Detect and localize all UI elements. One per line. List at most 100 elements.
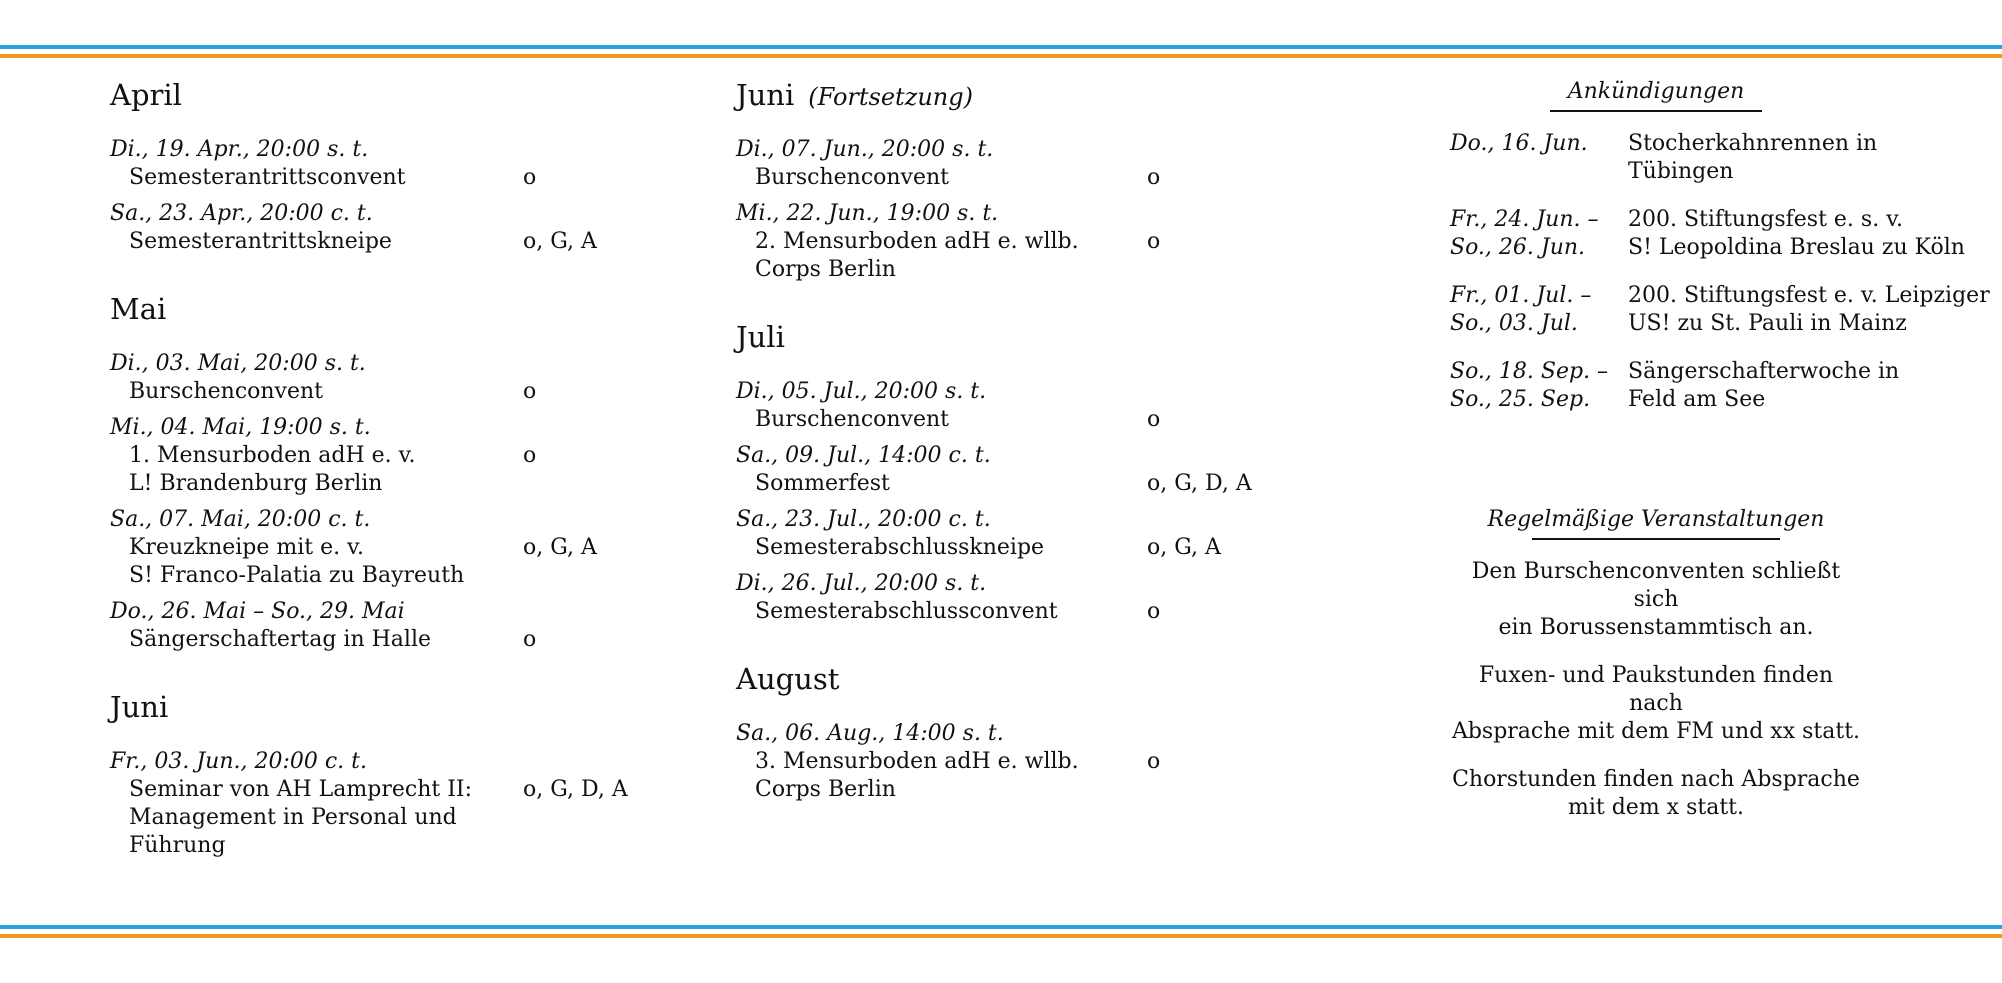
announcement-date: Fr., 01. Jul. – So., 03. Jul. bbox=[1450, 283, 1592, 336]
event-title: Kreuzkneipe mit e. v. S! Franco-Palatia … bbox=[129, 535, 465, 588]
event-datetime: Mi., 22. Jun., 19:00 s. t. bbox=[736, 201, 999, 226]
top-rule-orange bbox=[0, 54, 2002, 58]
event-title: 2. Mensurboden adH e. wllb. Corps Berlin bbox=[755, 229, 1079, 282]
regular-event-paragraph: Fuxen- und Paukstunden finden nach Abspr… bbox=[1451, 663, 1861, 744]
announcement-date: Do., 16. Jun. bbox=[1450, 131, 1588, 156]
top-rule-blue bbox=[0, 45, 2002, 49]
event-attendance-code: o bbox=[1147, 599, 1161, 624]
regular-events-heading: Regelmäßige Veranstaltungen bbox=[1450, 506, 1862, 540]
announcement-date: So., 18. Sep. – So., 25. Sep. bbox=[1450, 359, 1609, 412]
regular-events-list: Den Burschenconventen schließt sich ein … bbox=[1450, 558, 1990, 822]
month-heading: Mai bbox=[110, 292, 650, 326]
bottom-rule-orange bbox=[0, 934, 2002, 938]
announcements-heading-underline bbox=[1550, 110, 1762, 112]
event-title: 3. Mensurboden adH e. wllb. Corps Berlin bbox=[755, 749, 1079, 802]
event-item: Di., 03. Mai, 20:00 s. t.Burschenconvent… bbox=[110, 350, 650, 406]
event-datetime: Di., 19. Apr., 20:00 s. t. bbox=[110, 137, 369, 162]
event-datetime: Sa., 09. Jul., 14:00 c. t. bbox=[736, 443, 991, 468]
month-heading: August bbox=[736, 662, 1296, 696]
announcement-item: Fr., 01. Jul. – So., 03. Jul. 200. Stiftu… bbox=[1450, 282, 1990, 338]
event-datetime: Di., 05. Jul., 20:00 s. t. bbox=[736, 379, 987, 404]
event-row: Burschenconvent o bbox=[110, 378, 650, 406]
event-item: Fr., 03. Jun., 20:00 c. t. Seminar von AH… bbox=[110, 748, 650, 860]
event-attendance-code: o bbox=[1147, 165, 1161, 190]
event-item: Di., 07. Jun., 20:00 s. t.Burschenconven… bbox=[736, 136, 1296, 192]
event-title: Sommerfest bbox=[755, 471, 890, 496]
event-attendance-code: o bbox=[1147, 749, 1161, 774]
month-name: Juli bbox=[736, 320, 785, 354]
announcement-date: Fr., 24. Jun. – So., 26. Jun. bbox=[1450, 207, 1599, 260]
event-item: Sa., 07. Mai, 20:00 c. t.Kreuzkneipe mit… bbox=[110, 506, 650, 590]
event-row: 1. Mensurboden adH e. v. L! Brandenburg … bbox=[110, 442, 650, 498]
announcement-text: 200. Stiftungsfest e. v. Leipziger US! z… bbox=[1628, 283, 1990, 336]
event-attendance-code: o bbox=[1147, 229, 1161, 254]
month-note: (Fortsetzung) bbox=[808, 83, 973, 111]
event-item: Di., 05. Jul., 20:00 s. t.Burschenconven… bbox=[736, 378, 1296, 434]
event-datetime: Sa., 06. Aug., 14:00 s. t. bbox=[736, 721, 1004, 746]
month-name: Juni bbox=[736, 78, 795, 112]
month-heading: Juni (Fortsetzung) bbox=[736, 78, 1296, 112]
month-name: Juni bbox=[110, 690, 169, 724]
event-item: Di., 26. Jul., 20:00 s. t.Semesterabschl… bbox=[736, 570, 1296, 626]
event-datetime: Sa., 23. Jul., 20:00 c. t. bbox=[736, 507, 991, 532]
event-attendance-code: o bbox=[1147, 407, 1161, 432]
event-attendance-code: o bbox=[523, 165, 537, 190]
event-row: Semesterabschlussconvent o bbox=[736, 598, 1296, 626]
event-title: 1. Mensurboden adH e. v. L! Brandenburg … bbox=[129, 443, 416, 496]
month-name: Mai bbox=[110, 292, 167, 326]
event-row: Semesterantrittsconvent o bbox=[110, 164, 650, 192]
regular-events-heading-underline bbox=[1532, 538, 1780, 540]
month-heading: Juli bbox=[736, 320, 1296, 354]
month-heading: Juni bbox=[110, 690, 650, 724]
event-datetime: Do., 26. Mai – So., 29. Mai bbox=[110, 599, 405, 624]
event-title: Burschenconvent bbox=[755, 407, 950, 432]
event-attendance-code: o bbox=[523, 379, 537, 404]
regular-events-heading-text: Regelmäßige Veranstaltungen bbox=[1487, 507, 1825, 532]
event-item: Sa., 23. Apr., 20:00 c. t.Semesterantrit… bbox=[110, 200, 650, 256]
event-datetime: Sa., 23. Apr., 20:00 c. t. bbox=[110, 201, 373, 226]
event-item: Mi., 22. Jun., 19:00 s. t. 2. Mensurboden… bbox=[736, 200, 1296, 284]
event-item: Sa., 23. Jul., 20:00 c. t.Semesterabschl… bbox=[736, 506, 1296, 562]
sidebar-column: Ankündigungen Do., 16. Jun. Stocherkahnre… bbox=[1450, 78, 1990, 822]
month-section: Juni (Fortsetzung) Di., 07. Jun., 20:00 s.… bbox=[736, 78, 1296, 284]
regular-event-paragraph: Chorstunden finden nach Absprache mit de… bbox=[1452, 767, 1860, 820]
announcements-heading: Ankündigungen bbox=[1450, 78, 1862, 112]
event-datetime: Fr., 03. Jun., 20:00 c. t. bbox=[110, 749, 367, 774]
event-datetime: Di., 26. Jul., 20:00 s. t. bbox=[736, 571, 987, 596]
event-row: Kreuzkneipe mit e. v. S! Franco-Palatia … bbox=[110, 534, 650, 590]
announcements-list: Do., 16. Jun. Stocherkahnrennen in Tübing… bbox=[1450, 130, 1990, 414]
event-title: Semesterabschlusskneipe bbox=[755, 535, 1045, 560]
event-row: Burschenconvent o bbox=[736, 406, 1296, 434]
event-title: Sängerschaftertag in Halle bbox=[129, 627, 432, 652]
month-name: August bbox=[736, 662, 840, 696]
event-attendance-code: o, G, A bbox=[523, 229, 597, 254]
bottom-rule-blue bbox=[0, 925, 2002, 929]
event-datetime: Di., 03. Mai, 20:00 s. t. bbox=[110, 351, 366, 376]
event-datetime: Di., 07. Jun., 20:00 s. t. bbox=[736, 137, 994, 162]
event-datetime: Mi., 04. Mai, 19:00 s. t. bbox=[110, 415, 371, 440]
event-attendance-code: o bbox=[523, 443, 537, 468]
event-title: Semesterabschlussconvent bbox=[755, 599, 1058, 624]
event-title: Semesterantrittsconvent bbox=[129, 165, 406, 190]
event-row: 3. Mensurboden adH e. wllb. Corps Berlin… bbox=[736, 748, 1296, 804]
event-attendance-code: o, G, D, A bbox=[523, 777, 628, 802]
announcement-item: So., 18. Sep. – So., 25. Sep.Sängerschaf… bbox=[1450, 358, 1990, 414]
announcement-item: Do., 16. Jun. Stocherkahnrennen in Tübing… bbox=[1450, 130, 1990, 186]
announcement-item: Fr., 24. Jun. – So., 26. Jun.200. Stiftu… bbox=[1450, 206, 1990, 262]
announcements-heading-text: Ankündigungen bbox=[1567, 79, 1745, 104]
announcement-text: Stocherkahnrennen in Tübingen bbox=[1628, 131, 1878, 184]
event-title: Seminar von AH Lamprecht II: Management … bbox=[129, 777, 473, 858]
event-title: Burschenconvent bbox=[129, 379, 324, 404]
